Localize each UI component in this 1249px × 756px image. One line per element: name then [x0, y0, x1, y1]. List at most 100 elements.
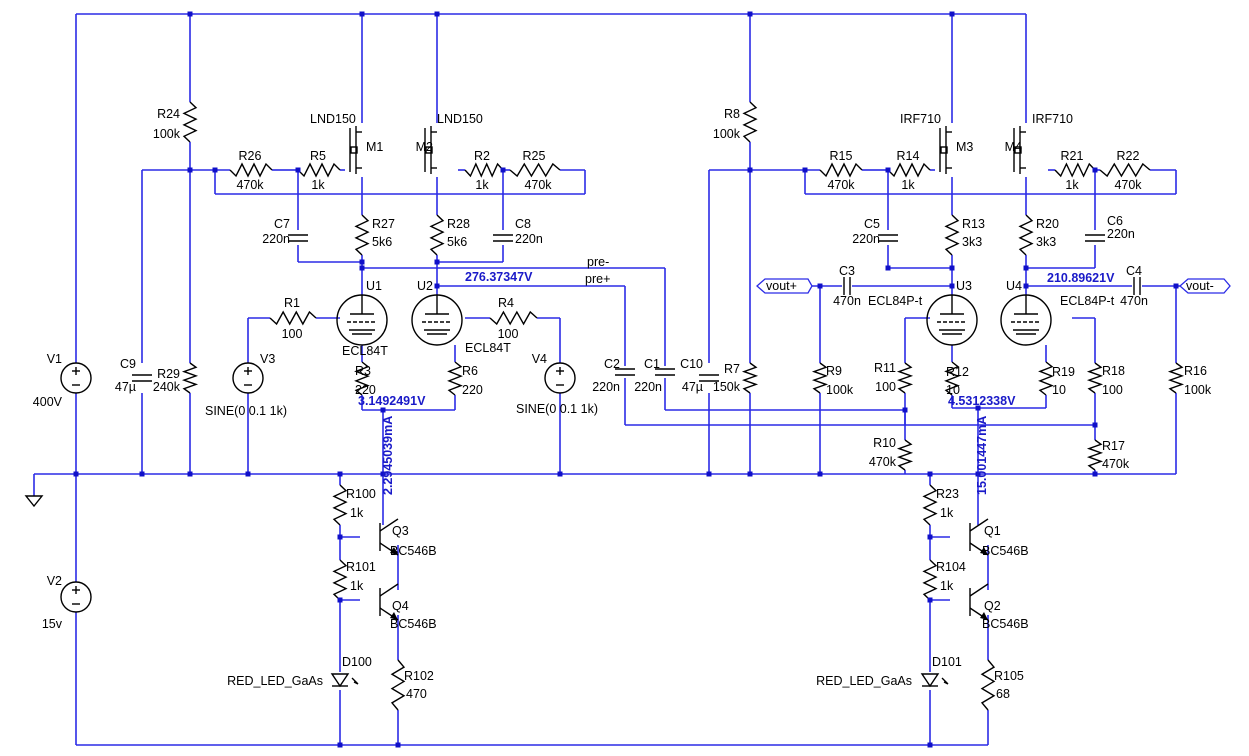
junction-dot — [1173, 283, 1179, 289]
label-r100-value: 1k — [350, 506, 364, 520]
label-c10-ref: C10 — [680, 357, 703, 371]
resistor-R101 — [332, 559, 348, 601]
junction-dot — [927, 471, 933, 477]
label-v4-value: SINE(0 0.1 1k) — [516, 402, 598, 416]
label-r25-value: 470k — [524, 178, 552, 192]
label-c5-ref: C5 — [864, 217, 880, 231]
junction-dot — [359, 259, 365, 265]
resistor-R102 — [390, 659, 406, 711]
junction-dot — [1092, 471, 1098, 477]
label-r15-value: 470k — [827, 178, 855, 192]
label-d100-ref: D100 — [342, 655, 372, 669]
junction-dot — [359, 11, 365, 17]
junction-dot — [212, 167, 218, 173]
label-r102-value: 470 — [406, 687, 427, 701]
resistor-R9 — [811, 362, 829, 394]
label-r7-ref: R7 — [724, 362, 740, 376]
label-q1-ref: Q1 — [984, 524, 1001, 538]
label-r6-ref: R6 — [462, 364, 478, 378]
label-r2-value: 1k — [475, 178, 489, 192]
resistor-R6 — [447, 361, 463, 396]
junction-dot — [337, 742, 343, 748]
junction-dot — [949, 283, 955, 289]
junction-dot — [802, 167, 808, 173]
net-label-pre-minus: pre- — [587, 255, 609, 269]
label-c4-ref: C4 — [1126, 264, 1142, 278]
labels: R24100kR26470kR51kR21kR25470kR275k6R285k… — [33, 107, 1214, 701]
label-u1-value: ECL84T — [342, 344, 388, 358]
label-c6-value: 220n — [1107, 227, 1135, 241]
resistor-R23 — [922, 484, 938, 526]
label-v3-value: SINE(0 0.1 1k) — [205, 404, 287, 418]
measurement-210v: 210.89621V — [1047, 271, 1115, 285]
net-flag-vout-plus — [756, 278, 813, 294]
measurement-15ma: 15.001447mA — [975, 416, 989, 495]
label-r5-value: 1k — [311, 178, 325, 192]
label-r17-value: 470k — [1102, 457, 1130, 471]
ground-symbol — [24, 495, 44, 508]
label-u4-value: ECL84P-t — [1060, 294, 1115, 308]
junction-dot — [885, 167, 891, 173]
junction-dot — [557, 471, 563, 477]
label-q3-ref: Q3 — [392, 524, 409, 538]
components — [24, 101, 1231, 711]
label-r104-value: 1k — [940, 579, 954, 593]
mosfet-M4 — [1013, 126, 1026, 174]
resistor-R27 — [354, 214, 370, 256]
label-r16-value: 100k — [1184, 383, 1212, 397]
label-r17-ref: R17 — [1102, 439, 1125, 453]
label-r105-value: 68 — [996, 687, 1010, 701]
junction-dot — [434, 11, 440, 17]
resistor-R3 — [354, 361, 370, 396]
junction-dot — [885, 265, 891, 271]
resistor-R20 — [1018, 214, 1034, 256]
capacitor-C7 — [288, 234, 308, 242]
junction-dot — [1023, 265, 1029, 271]
label-r104-ref: R104 — [936, 560, 966, 574]
net-label-pre-plus: pre+ — [585, 272, 610, 286]
label-v2-value: 15v — [42, 617, 63, 631]
label-r3-ref: R3 — [355, 364, 371, 378]
transistor-Q3 — [379, 518, 399, 556]
label-m1-value: LND150 — [310, 112, 356, 126]
label-m2-ref: M2 — [416, 140, 433, 154]
resistor-R14 — [887, 162, 931, 178]
voltage-source-V2 — [60, 581, 92, 613]
label-c1-ref: C1 — [644, 357, 660, 371]
junction-dot — [1092, 167, 1098, 173]
junction-dot — [187, 471, 193, 477]
junction-dot — [337, 597, 343, 603]
junction-dot — [139, 471, 145, 477]
label-m4-value: IRF710 — [1032, 112, 1073, 126]
resistor-R18 — [1086, 362, 1104, 394]
label-r10-ref: R10 — [873, 436, 896, 450]
capacitor-C9 — [132, 374, 152, 382]
resistor-R10 — [896, 439, 914, 471]
label-q4-value: BC546B — [390, 617, 437, 631]
label-r11-ref: R11 — [874, 361, 896, 375]
label-r28-value: 5k6 — [447, 235, 467, 249]
junction-dot — [949, 11, 955, 17]
resistor-R7 — [741, 362, 759, 394]
label-v3-ref: V3 — [260, 352, 275, 366]
junction-dot — [295, 167, 301, 173]
junction-dot — [434, 259, 440, 265]
label-q2-value: BC546B — [982, 617, 1029, 631]
label-r24-ref: R24 — [157, 107, 180, 121]
label-r29-value: 240k — [153, 380, 181, 394]
tube-U2 — [411, 294, 463, 346]
label-m3-ref: M3 — [956, 140, 973, 154]
label-r12-value: 10 — [946, 383, 960, 397]
junction-dot — [902, 407, 908, 413]
label-r13-ref: R13 — [962, 217, 985, 231]
label-m1-ref: M1 — [366, 140, 383, 154]
label-r12-ref: R12 — [946, 365, 969, 379]
label-r9-value: 100k — [826, 383, 854, 397]
label-r29-ref: R29 — [157, 367, 180, 381]
label-u3-ref: U3 — [956, 279, 972, 293]
label-r20-value: 3k3 — [1036, 235, 1056, 249]
capacitor-C6 — [1085, 234, 1105, 242]
label-r101-value: 1k — [350, 579, 364, 593]
junction-dot — [337, 471, 343, 477]
label-r1-value: 100 — [282, 327, 303, 341]
